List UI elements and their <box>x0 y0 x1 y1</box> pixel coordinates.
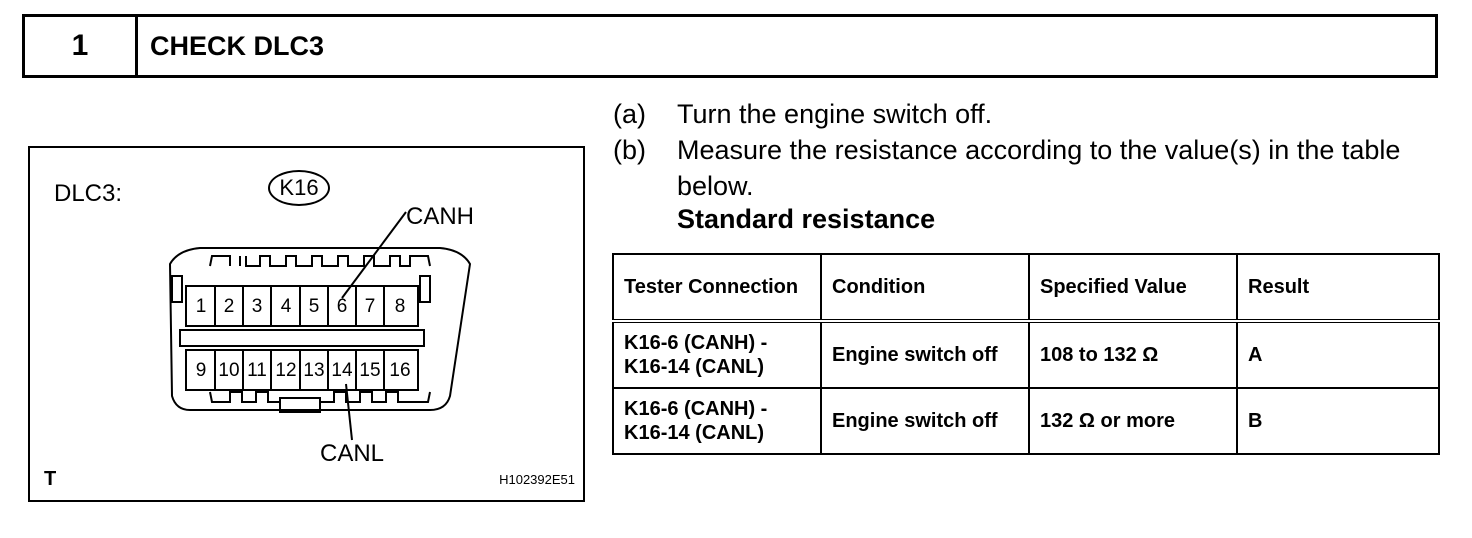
pin-label: 2 <box>223 296 235 317</box>
value-cell: 108 to 132 Ω <box>1028 319 1238 389</box>
step-a: (a) Turn the engine switch off. <box>613 96 1433 132</box>
connector-code-badge: K16 <box>268 170 330 206</box>
connector-drawing <box>168 211 472 441</box>
bottom-pin-frame <box>185 349 419 391</box>
connection-line: K16-14 (CANL) <box>624 356 765 378</box>
connection-line: K16-6 (CANH) - <box>624 398 768 420</box>
column-header: Condition <box>820 253 1030 322</box>
table-header-row: Tester Connection Condition Specified Va… <box>612 253 1440 322</box>
step-tag: (a) <box>613 99 646 129</box>
key-tab <box>279 397 321 413</box>
standard-label: Standard resistance <box>677 204 936 234</box>
step-title: CHECK DLC3 <box>150 30 325 61</box>
top-notches <box>209 255 431 267</box>
canh-leader <box>341 211 407 299</box>
middle-bar <box>179 329 425 347</box>
result-cell: B <box>1236 387 1440 455</box>
pin-label: 1 <box>195 296 207 317</box>
resistance-table: Tester Connection Condition Specified Va… <box>612 253 1440 455</box>
pin-label: 12 <box>275 360 297 381</box>
pin-label: 14 <box>331 360 353 381</box>
result-cell: A <box>1236 319 1440 389</box>
pin-label: 3 <box>251 296 263 317</box>
column-header: Result <box>1236 253 1440 322</box>
dlc3-diagram: DLC3: K16 CANH CANL 1 2 3 4 5 6 7 8 9 10… <box>28 146 585 502</box>
column-header: Specified Value <box>1028 253 1238 322</box>
connector-outline <box>168 247 472 411</box>
condition-cell: Engine switch off <box>820 387 1030 455</box>
connection-line: K16-14 (CANL) <box>624 422 765 444</box>
pin-label: 6 <box>336 296 348 317</box>
pin-label: 10 <box>218 360 240 381</box>
step-b: (b) Measure the resistance according to … <box>613 132 1433 204</box>
column-header: Tester Connection <box>612 253 822 322</box>
pin-label: 9 <box>195 360 207 381</box>
pin-label: 8 <box>394 296 406 317</box>
canh-label: CANH <box>406 203 475 230</box>
condition-cell: Engine switch off <box>820 319 1030 389</box>
bottom-notches <box>209 391 431 403</box>
pin-label: 11 <box>247 360 267 381</box>
step-text: Measure the resistance according to the … <box>677 135 1401 201</box>
canl-label: CANL <box>320 440 385 467</box>
pin-label: 4 <box>280 296 292 317</box>
pin-label: 5 <box>308 296 320 317</box>
value-cell: 132 Ω or more <box>1028 387 1238 455</box>
table-row: K16-6 (CANH) - K16-14 (CANL) Engine swit… <box>612 319 1440 389</box>
pin-label: 16 <box>389 360 411 381</box>
pin-label: 13 <box>303 360 325 381</box>
corner-mark: T <box>44 468 57 490</box>
step-header: 1 CHECK DLC3 <box>22 14 1438 78</box>
figure-code: H102392E51 <box>499 472 575 487</box>
pin-label: 15 <box>359 360 381 381</box>
tester-connection-cell: K16-6 (CANH) - K16-14 (CANL) <box>612 319 822 389</box>
step-tag: (b) <box>613 135 646 165</box>
step-text: Turn the engine switch off. <box>677 99 993 129</box>
top-pin-frame <box>185 285 419 327</box>
step-number: 1 <box>25 17 138 75</box>
canl-leader <box>345 383 353 441</box>
left-latch <box>171 275 183 303</box>
tester-connection-cell: K16-6 (CANH) - K16-14 (CANL) <box>612 387 822 455</box>
table-row: K16-6 (CANH) - K16-14 (CANL) Engine swit… <box>612 387 1440 455</box>
figure-title: DLC3: <box>54 180 123 207</box>
pin-label: 7 <box>364 296 376 317</box>
procedure-steps: (a) Turn the engine switch off. (b) Meas… <box>613 96 1433 204</box>
right-latch <box>419 275 431 303</box>
connection-line: K16-6 (CANH) - <box>624 332 768 354</box>
